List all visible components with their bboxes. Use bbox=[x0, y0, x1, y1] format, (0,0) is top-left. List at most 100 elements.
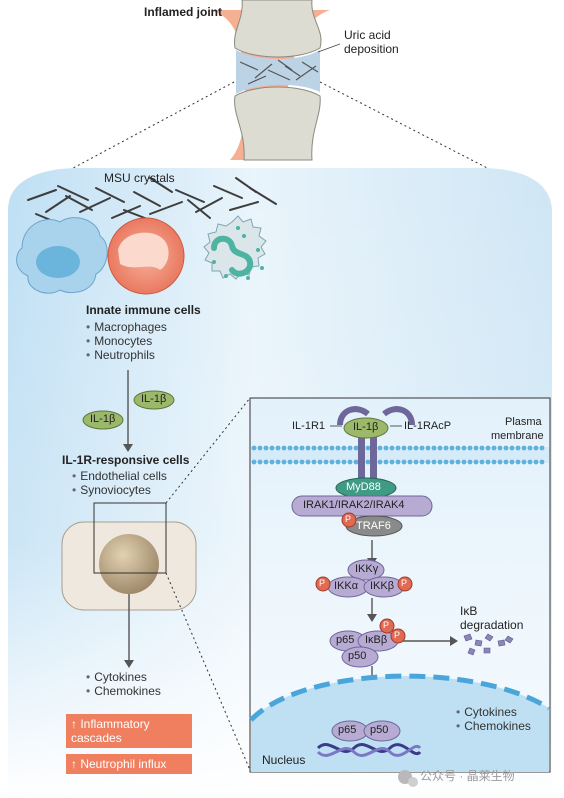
receptor-il1r1-label: IL-1R1 bbox=[292, 420, 326, 432]
lipid-head bbox=[455, 459, 461, 465]
lipid-head bbox=[305, 459, 311, 465]
lipid-head bbox=[521, 445, 527, 451]
il1b-label-2: IL-1β bbox=[90, 413, 116, 425]
lipid-head bbox=[317, 459, 323, 465]
panel-ligand-label: IL-1β bbox=[353, 421, 379, 433]
phospho-traf6: P bbox=[345, 514, 352, 524]
lipid-head bbox=[347, 445, 353, 451]
receptor-il1racp-label: IL-1RAcP bbox=[404, 420, 452, 432]
lipid-head bbox=[275, 445, 281, 451]
watermark-text: 公众号 · 晶莱生物 bbox=[420, 769, 515, 783]
list-item: Chemokines bbox=[456, 719, 531, 733]
lipid-head bbox=[407, 459, 413, 465]
lipid-head bbox=[437, 445, 443, 451]
ikb-degradation-line2: degradation bbox=[460, 618, 524, 632]
joint-illustration bbox=[210, 0, 341, 161]
ikb-fragments bbox=[463, 633, 514, 656]
lipid-head bbox=[341, 445, 347, 451]
lipid-head bbox=[311, 459, 317, 465]
p65-label: p65 bbox=[336, 634, 355, 646]
lipid-head bbox=[293, 445, 299, 451]
list-item: Monocytes bbox=[86, 334, 167, 348]
lipid-head bbox=[263, 445, 269, 451]
lipid-head bbox=[287, 445, 293, 451]
phospho-ikb-2: P bbox=[394, 630, 401, 640]
lipid-head bbox=[275, 459, 281, 465]
lipid-head bbox=[407, 445, 413, 451]
ikbb-label: IκBβ bbox=[365, 634, 388, 646]
lipid-head bbox=[461, 445, 467, 451]
ikk-complex bbox=[315, 559, 413, 598]
lipid-head bbox=[503, 445, 509, 451]
lipid-head bbox=[317, 445, 323, 451]
innate-cells-list: Macrophages Monocytes Neutrophils bbox=[86, 320, 167, 362]
lipid-head bbox=[431, 445, 437, 451]
left-outputs-list: Cytokines Chemokines bbox=[86, 670, 161, 698]
lipid-head bbox=[293, 459, 299, 465]
lipid-head bbox=[491, 459, 497, 465]
nuclear-p50-label: p50 bbox=[370, 724, 389, 736]
lipid-head bbox=[401, 459, 407, 465]
lipid-head bbox=[299, 459, 305, 465]
lipid-head bbox=[473, 445, 479, 451]
lipid-head bbox=[527, 445, 533, 451]
lipid-head bbox=[251, 459, 257, 465]
effect-inflammatory-cascades: ↑ Inflammatory cascades bbox=[66, 714, 192, 748]
list-item: Synoviocytes bbox=[72, 483, 167, 497]
lipid-head bbox=[395, 445, 401, 451]
lipid-head bbox=[431, 459, 437, 465]
lipid-head bbox=[443, 445, 449, 451]
lipid-head bbox=[485, 459, 491, 465]
lipid-head bbox=[521, 459, 527, 465]
lipid-head bbox=[263, 459, 269, 465]
lipid-head bbox=[443, 459, 449, 465]
lipid-head bbox=[503, 459, 509, 465]
lipid-head bbox=[305, 445, 311, 451]
msu-crystals-label: MSU crystals bbox=[104, 171, 175, 185]
list-item: Cytokines bbox=[456, 705, 531, 719]
lipid-head bbox=[533, 445, 539, 451]
lipid-head bbox=[383, 445, 389, 451]
lipid-head bbox=[515, 445, 521, 451]
lipid-head bbox=[323, 459, 329, 465]
lipid-head bbox=[377, 445, 383, 451]
lipid-head bbox=[323, 445, 329, 451]
lipid-head bbox=[413, 445, 419, 451]
lipid-head bbox=[335, 445, 341, 451]
lipid-head bbox=[485, 445, 491, 451]
lipid-head bbox=[449, 445, 455, 451]
lipid-head bbox=[413, 459, 419, 465]
list-item: Macrophages bbox=[86, 320, 167, 334]
lipid-head bbox=[281, 459, 287, 465]
watermark-logo bbox=[398, 770, 418, 787]
ikk-gamma-label: IKKγ bbox=[355, 563, 379, 575]
nucleus-region bbox=[249, 673, 551, 772]
dna-helix bbox=[316, 743, 422, 757]
lipid-head bbox=[437, 459, 443, 465]
il1b-label-1: IL-1β bbox=[141, 393, 167, 405]
lipid-head bbox=[527, 459, 533, 465]
lipid-head bbox=[257, 445, 263, 451]
phospho-ikk-left: P bbox=[319, 578, 326, 588]
lipid-head bbox=[377, 459, 383, 465]
lipid-head bbox=[515, 459, 521, 465]
lipid-head bbox=[497, 459, 503, 465]
list-item: Cytokines bbox=[86, 670, 161, 684]
lipid-head bbox=[509, 459, 515, 465]
lipid-head bbox=[395, 459, 401, 465]
lipid-head bbox=[467, 459, 473, 465]
lipid-head bbox=[491, 445, 497, 451]
lipid-head bbox=[425, 445, 431, 451]
effect-neutrophil-influx: ↑ Neutrophil influx bbox=[66, 754, 192, 774]
nucleus-label: Nucleus bbox=[262, 753, 306, 767]
plasma-membrane bbox=[251, 445, 549, 465]
lipid-head bbox=[353, 459, 359, 465]
lipid-head bbox=[473, 459, 479, 465]
phospho-ikk-right: P bbox=[401, 578, 408, 588]
lipid-head bbox=[479, 445, 485, 451]
lipid-head bbox=[335, 459, 341, 465]
ikk-alpha-label: IKKα bbox=[334, 580, 359, 592]
lipid-head bbox=[419, 459, 425, 465]
responsive-cells-list: Endothelial cells Synoviocytes bbox=[72, 469, 167, 497]
